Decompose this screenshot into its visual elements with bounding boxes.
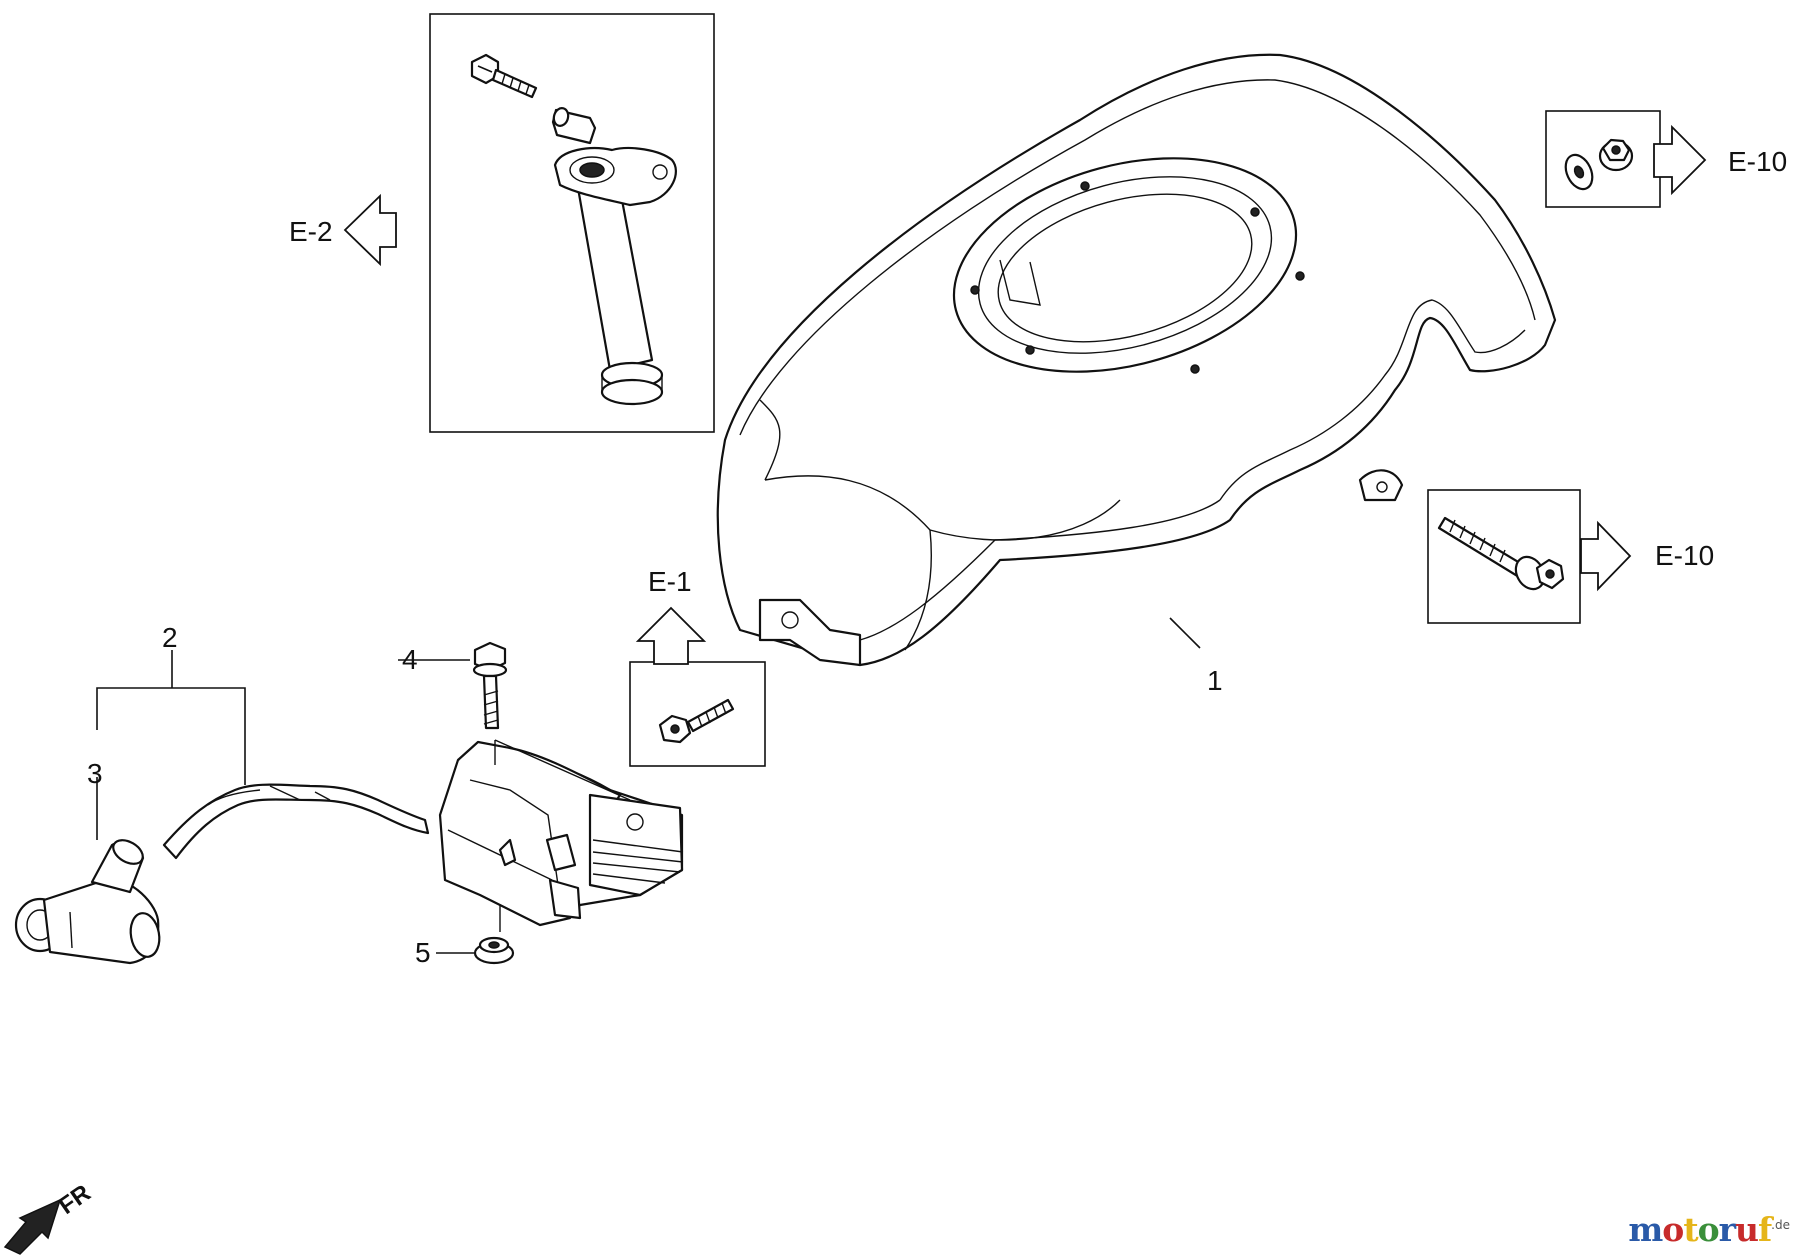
high-tension-cord (162, 783, 430, 860)
logo-letter: t (1683, 1210, 1698, 1249)
logo-letter: o (1697, 1210, 1720, 1249)
logo-letter: r (1718, 1210, 1736, 1249)
fan-cover-bolt-box (629, 661, 766, 767)
reference-arrow-e2: E-2 (289, 193, 397, 267)
part-label-5: 5 (415, 937, 431, 968)
tapping-screw (1437, 516, 1565, 591)
tapping-screw-box (1427, 489, 1581, 624)
assembly-bracket: 2 3 (87, 622, 246, 840)
coil-bolt: 4 (398, 641, 508, 730)
front-direction-label: FR (54, 1179, 96, 1219)
logo-suffix: .de (1771, 1218, 1790, 1232)
part-label-4: 4 (402, 644, 418, 675)
reference-arrow-e10-right: E-10 (1580, 520, 1714, 592)
spark-plug-cap (14, 839, 161, 965)
logo-letter: m (1628, 1210, 1663, 1249)
reference-arrow-e10-top: E-10 (1653, 124, 1787, 196)
fan-cover: 1 (716, 53, 1557, 696)
part-label-2: 2 (162, 622, 178, 653)
logo-letter: u (1734, 1210, 1759, 1249)
filler-neck (553, 146, 677, 406)
flange-bolt (658, 698, 735, 744)
coil-washer: 5 (415, 905, 515, 968)
fuel-filler-box (429, 13, 715, 433)
logo-letter: o (1662, 1210, 1684, 1249)
reference-arrow-e1: E-1 (635, 566, 707, 665)
washer (1564, 153, 1594, 191)
part-label-3: 3 (87, 758, 103, 789)
reference-label-e2: E-2 (289, 216, 333, 247)
front-direction-marker: FR (3, 1179, 96, 1255)
reference-label-e10-right: E-10 (1655, 540, 1714, 571)
flange-nut (1598, 138, 1634, 172)
filler-collar (551, 107, 597, 145)
logo-letter: f (1757, 1210, 1772, 1249)
ignition-coil (438, 739, 684, 927)
filler-bolt (470, 53, 538, 99)
watermark-logo: motoruf.de (1628, 1210, 1790, 1249)
reference-label-e1: E-1 (648, 566, 692, 597)
part-label-1: 1 (1207, 665, 1223, 696)
reference-label-e10-top: E-10 (1728, 146, 1787, 177)
nut-washer-box (1545, 110, 1661, 208)
